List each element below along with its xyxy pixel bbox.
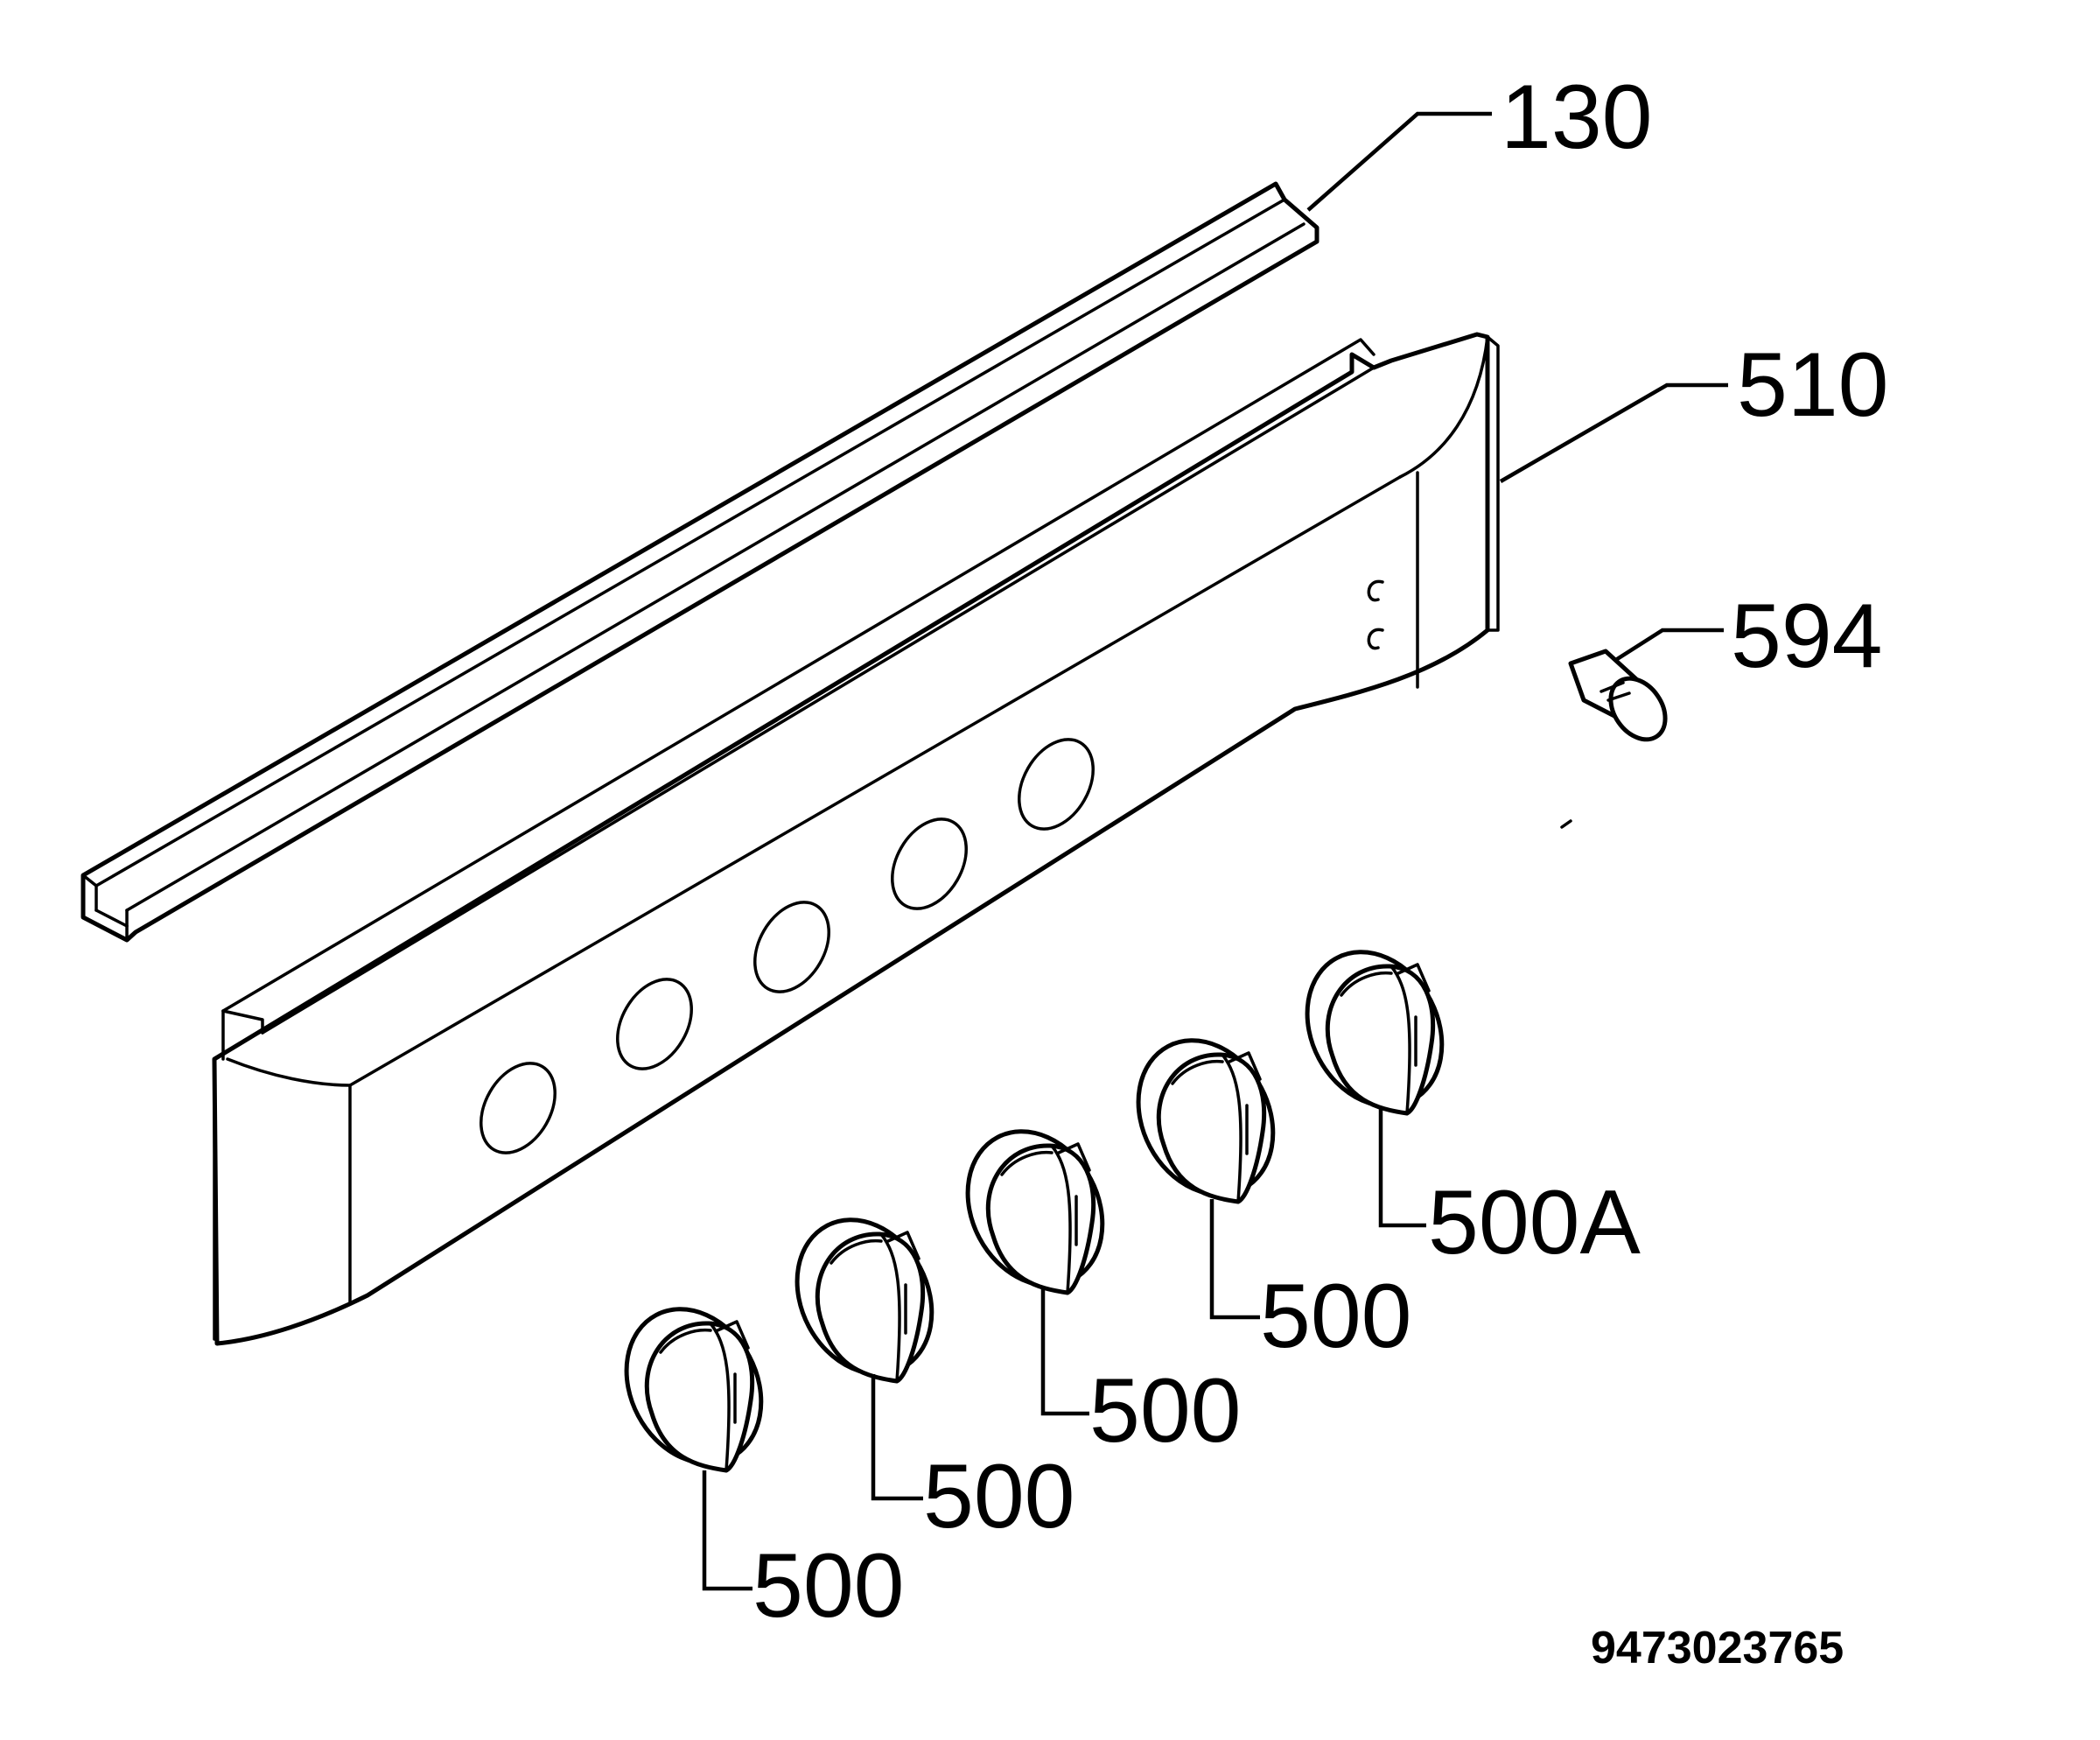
knob-detail: [886, 1231, 920, 1260]
leader-knob-3: [1040, 1287, 1089, 1416]
leader-594: [1613, 628, 1724, 663]
knob-detail: [1390, 965, 1411, 1115]
knob-4: [1136, 1038, 1276, 1204]
leader-knob-2: [871, 1374, 923, 1501]
knob-detail: [1396, 963, 1431, 993]
knob-detail: [1228, 1051, 1262, 1081]
knob-3: [965, 1129, 1105, 1295]
leader-lines: [702, 111, 1728, 1591]
trim-strip-130: [80, 181, 1320, 943]
leader-510: [1499, 382, 1728, 483]
knob-detail: [1000, 1150, 1054, 1176]
callout-130: 130: [1501, 67, 1653, 168]
knob-2: [794, 1217, 934, 1384]
callout-594: 594: [1731, 586, 1883, 687]
control-panel-510: [212, 332, 1500, 1346]
knob-detail: [709, 1322, 731, 1472]
lamp-594: [1560, 649, 1668, 829]
knob-detail: [716, 1320, 750, 1350]
knob-detail: [1221, 1053, 1242, 1203]
knob-detail: [830, 1238, 883, 1265]
knob-detail: [1171, 1059, 1224, 1085]
callout-knob-4: 500: [1260, 1266, 1412, 1367]
knob-group: [624, 950, 1445, 1473]
callout-510: 510: [1737, 334, 1889, 436]
leader-knob-1: [702, 1470, 752, 1591]
knob-detail: [879, 1232, 901, 1383]
knob-1: [624, 1307, 764, 1473]
drawing-number: 9473023765: [1591, 1623, 1844, 1673]
knob-detail: [659, 1328, 712, 1354]
knob-detail: [1057, 1142, 1091, 1172]
leader-knob-5: [1378, 1107, 1426, 1228]
leader-knob-4: [1209, 1199, 1260, 1320]
callout-knob-5: 500A: [1428, 1172, 1641, 1273]
callout-knob-1: 500: [752, 1535, 905, 1637]
knob-detail: [1340, 971, 1393, 997]
knob-5: [1305, 950, 1445, 1116]
callout-knob-3: 500: [1089, 1360, 1242, 1462]
knob-detail: [1050, 1144, 1072, 1294]
callout-knob-2: 500: [923, 1446, 1075, 1547]
leader-130: [1306, 111, 1492, 212]
